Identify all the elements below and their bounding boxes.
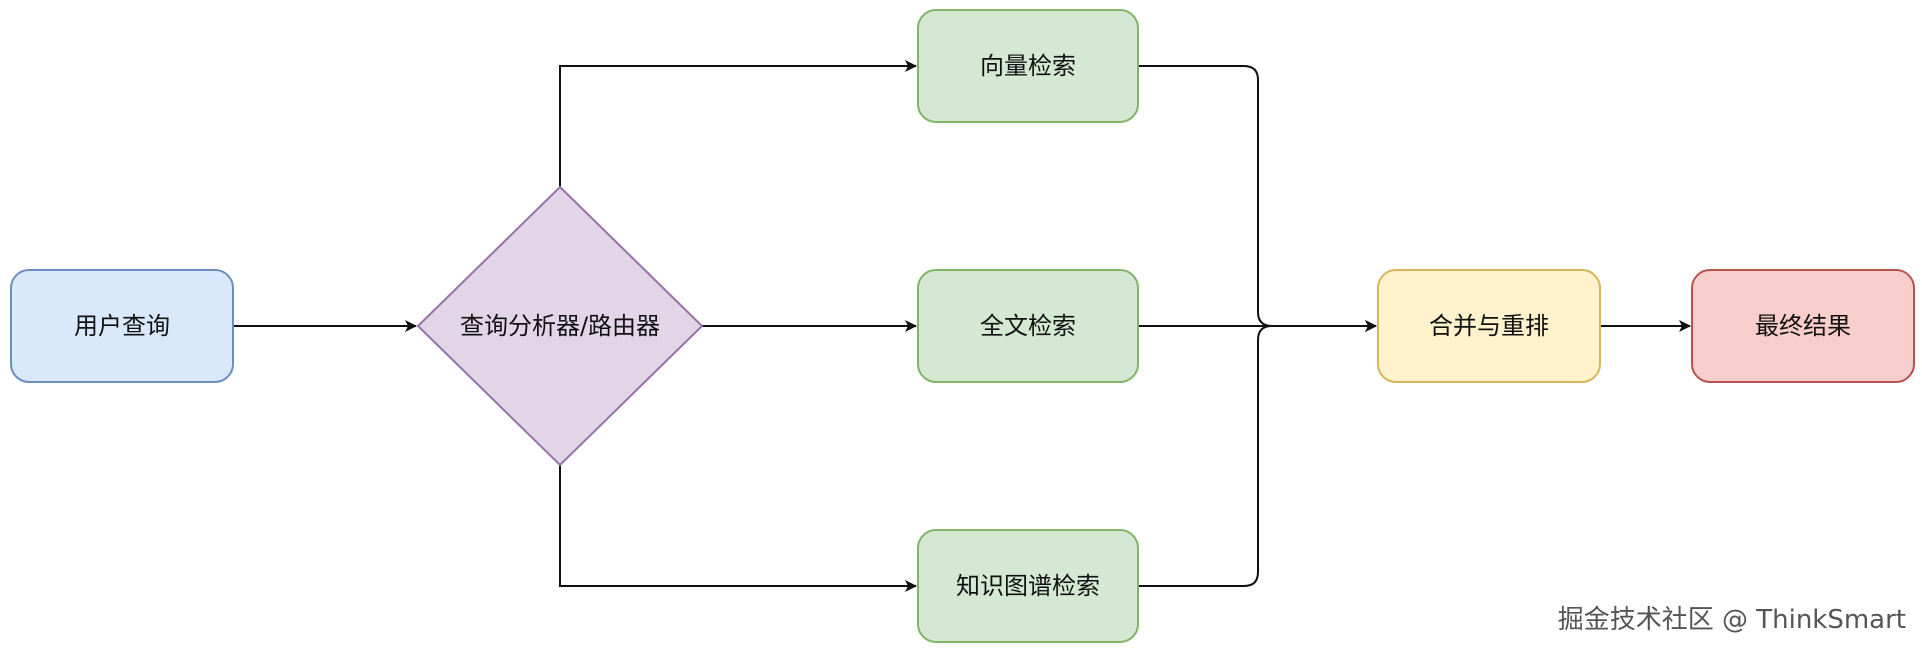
node-merge-rerank-shape — [1377, 269, 1601, 383]
node-kg-search-label: 知识图谱检索 — [956, 572, 1100, 600]
node-user-query-shape — [10, 269, 234, 383]
node-final-result-shape — [1691, 269, 1915, 383]
node-final-result-label: 最终结果 — [1755, 312, 1851, 340]
node-fulltext-search-label: 全文检索 — [980, 312, 1076, 340]
node-router: 查询分析器/路由器 — [416, 185, 704, 467]
node-merge-rerank-label: 合并与重排 — [1429, 312, 1549, 340]
node-user-query-label: 用户查询 — [74, 312, 170, 340]
node-vector-search-shape — [917, 9, 1139, 123]
edges — [233, 60, 1691, 592]
node-kg-search: 知识图谱检索 — [917, 529, 1139, 643]
node-router-shape — [416, 185, 704, 467]
edge-vector-search-to-merge — [1138, 65, 1377, 332]
watermark-text: 掘金技术社区 @ ThinkSmart — [1558, 605, 1906, 635]
node-user-query: 用户查询 — [10, 269, 234, 383]
node-final-result: 最终结果 — [1691, 269, 1915, 383]
node-merge-rerank: 合并与重排 — [1377, 269, 1601, 383]
node-vector-search: 向量检索 — [917, 9, 1139, 123]
edge-kg-search-to-merge — [1138, 325, 1273, 587]
node-vector-search-label: 向量检索 — [980, 52, 1076, 80]
edge-router-to-vector-search — [559, 60, 917, 187]
node-kg-search-shape — [917, 529, 1139, 643]
node-fulltext-search: 全文检索 — [917, 269, 1139, 383]
node-fulltext-search-shape — [917, 269, 1139, 383]
node-router-label: 查询分析器/路由器 — [460, 312, 660, 340]
edge-router-to-kg-search — [559, 465, 917, 592]
